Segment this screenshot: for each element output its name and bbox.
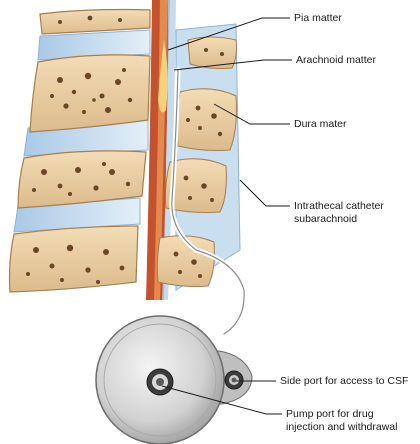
label-intrathecal-catheter-line2: subarachnoid (294, 213, 384, 226)
label-side-port: Side port for access to CSF (280, 375, 408, 388)
label-arachnoid-matter: Arachnoid matter (296, 54, 376, 67)
side-port-icon (225, 371, 243, 389)
label-pump-port-line1: Pump port for drug (286, 408, 397, 421)
label-dura-mater: Dura mater (294, 118, 347, 131)
drug-pump (96, 316, 252, 444)
label-intrathecal-catheter: Intrathecal catheter subarachnoid (294, 200, 384, 226)
label-pump-port-line2: injection and withdrawal (286, 421, 397, 434)
label-pia-matter: Pia matter (294, 12, 342, 25)
label-pump-port: Pump port for drug injection and withdra… (286, 408, 397, 434)
label-intrathecal-catheter-line1: Intrathecal catheter (294, 200, 384, 213)
